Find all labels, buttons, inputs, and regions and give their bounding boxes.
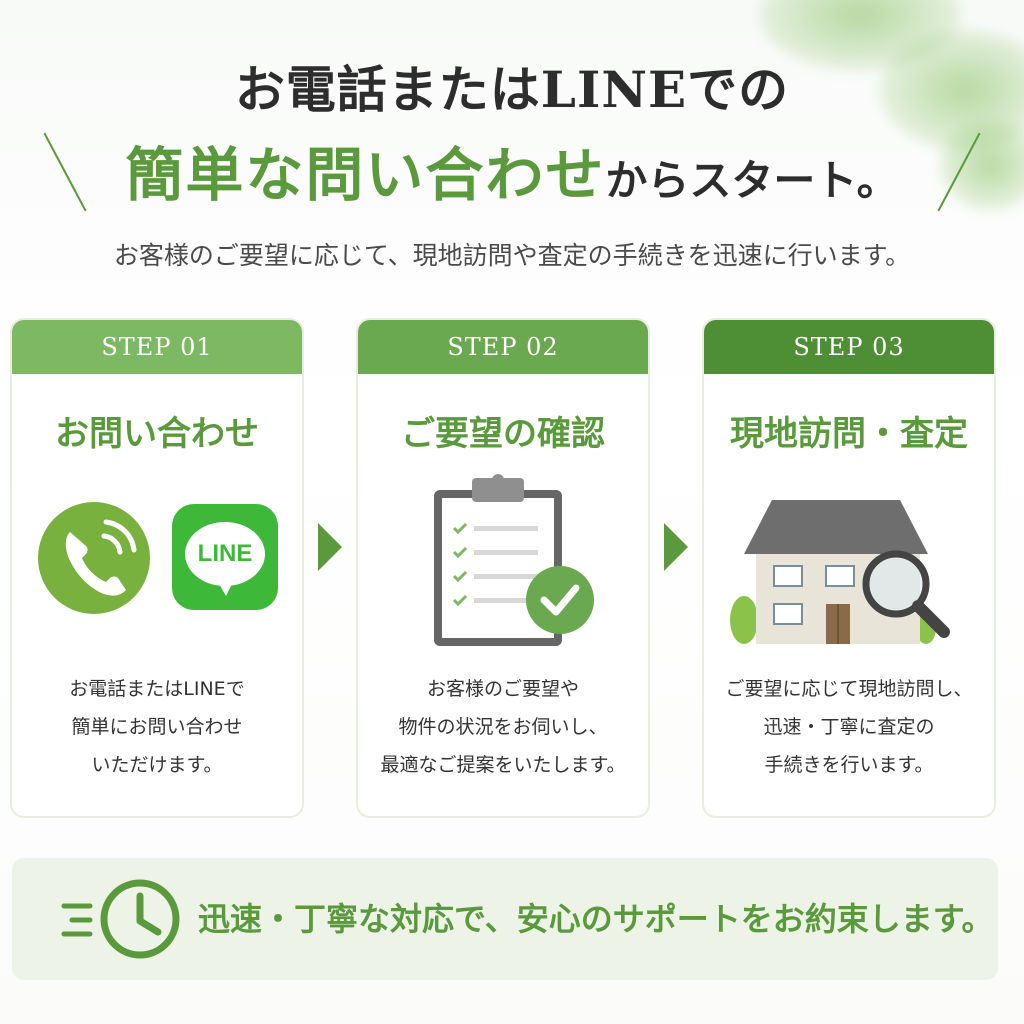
step-desc-1: お電話またはLINEで 簡単にお問い合わせ いただけます。 xyxy=(12,670,302,784)
subtitle: お客様のご要望に応じて、現地訪問や査定の手続きを迅速に行います。 xyxy=(113,241,911,270)
step-desc-line: 物件の状況をお伺いし、 xyxy=(398,716,608,738)
heading-rest: からスタート。 xyxy=(605,156,899,205)
line-icon xyxy=(172,504,278,610)
bottom-banner: 迅速・丁寧な対応で、安心のサポートをお約束します。 xyxy=(12,858,998,980)
step-card-1: STEP 01 お問い合わせ LINE お電話またはLINEで 簡単にお問い合わ… xyxy=(10,318,304,818)
heading-line-2: 簡単な問い合わせからスタート。 xyxy=(0,128,1024,212)
step-desc-line: お電話またはLINEで xyxy=(69,678,245,700)
step-label-3: STEP 03 xyxy=(704,320,994,374)
step-desc-3: ご要望に応じて現地訪問し、 迅速・丁寧に査定の 手続きを行います。 xyxy=(704,670,994,784)
step-desc-line: ご要望に応じて現地訪問し、 xyxy=(725,678,973,700)
step-desc-line: お客様のご要望や xyxy=(426,678,579,700)
step-card-2: STEP 02 ご要望の確認 お客様のご要望や 物件の状況 xyxy=(356,318,650,818)
line-logo-text: LINE xyxy=(197,540,253,567)
arrow-right-icon xyxy=(318,523,342,571)
step-desc-2: お客様のご要望や 物件の状況をお伺いし、 最適なご提案をいたします。 xyxy=(358,670,648,784)
heading-highlight: 簡単な問い合わせ xyxy=(125,141,606,209)
step-label-2: STEP 02 xyxy=(358,320,648,374)
step-illustration-1: LINE xyxy=(12,470,302,660)
banner-text: 迅速・丁寧な対応で、安心のサポートをお約束します。 xyxy=(198,900,994,938)
phone-icon xyxy=(38,502,150,614)
leaf-decoration xyxy=(940,120,1024,210)
clipboard-check-icon xyxy=(434,474,594,646)
step-title-1: お問い合わせ xyxy=(55,414,259,454)
house-magnifier-icon xyxy=(730,500,950,644)
clock-icon xyxy=(61,879,180,959)
step-desc-line: 最適なご提案をいたします。 xyxy=(380,754,626,776)
step-card-3: STEP 03 現地訪問・査定 ご要望に応じて現地訪問し、 迅速・丁寧に査定の … xyxy=(702,318,996,818)
step-desc-line: 迅速・丁寧に査定の xyxy=(763,716,935,738)
heading-line-1: お電話またはLINEでの xyxy=(234,60,790,119)
step-label-1: STEP 01 xyxy=(12,320,302,374)
step-illustration-3 xyxy=(704,470,994,660)
step-desc-line: 簡単にお問い合わせ xyxy=(71,716,243,738)
step-desc-line: いただけます。 xyxy=(91,754,223,776)
arrow-right-icon xyxy=(664,523,688,571)
step-title-2: ご要望の確認 xyxy=(401,414,605,454)
step-illustration-2 xyxy=(358,470,648,660)
step-title-3: 現地訪問・査定 xyxy=(730,414,968,454)
step-desc-line: 手続きを行います。 xyxy=(764,754,934,776)
